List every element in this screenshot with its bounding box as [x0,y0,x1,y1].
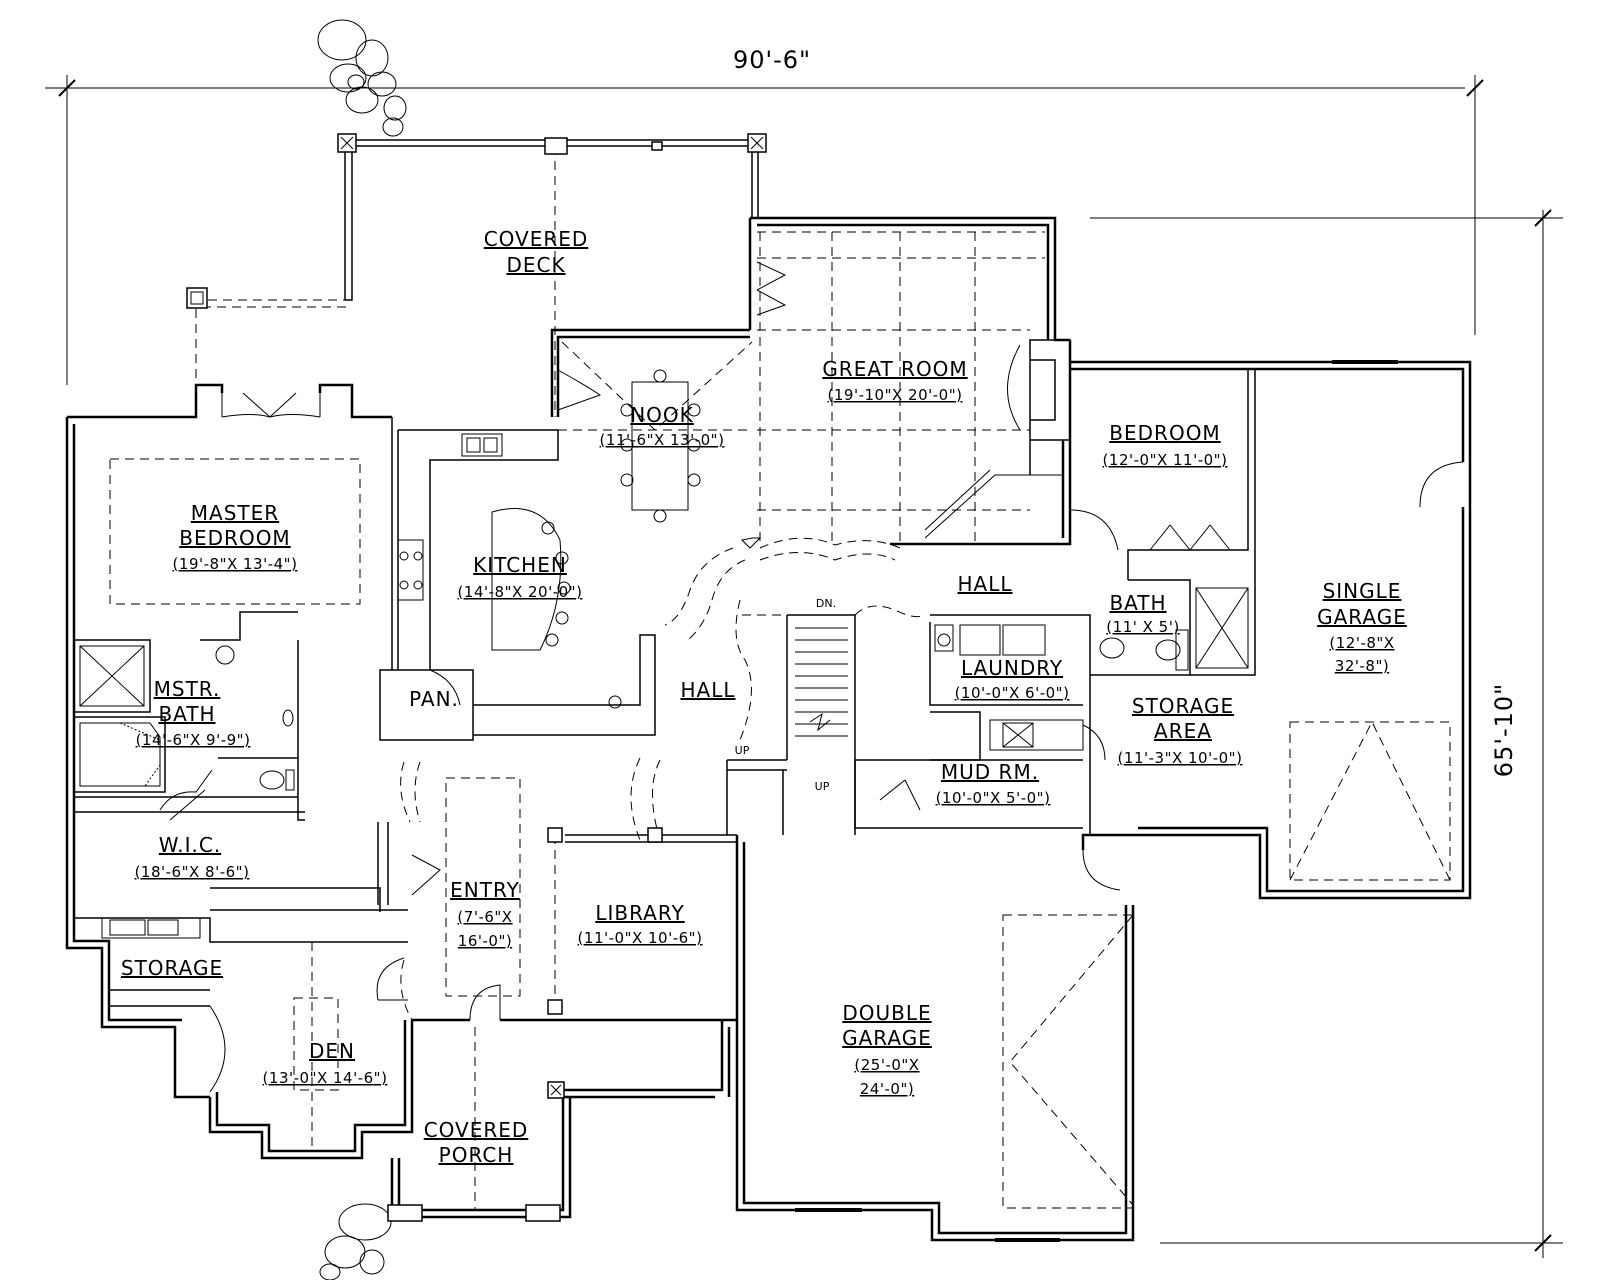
master-bath: MSTR. BATH (14'-6"X 9'-9") [74,611,305,821]
central-hall: HALL [565,537,926,843]
library: LIBRARY (11'-0"X 10'-6") [547,827,703,1015]
width-dimension-label: 90'-6" [733,46,811,74]
kitchen: KITCHEN (14'-8"X 20'-0") PAN. [379,429,656,741]
nook-label: NOOK [630,403,694,427]
master-bath-label-line1: MSTR. [154,677,221,701]
storage: STORAGE [109,956,226,1093]
library-label: LIBRARY [595,901,684,925]
den: DEN (13'-0"X 14'-6") [263,942,408,1151]
single-garage-label-line2: GARAGE [1317,605,1407,629]
double-garage-label-line1: DOUBLE [842,1001,931,1025]
bedroom-label: BEDROOM [1109,421,1220,445]
den-size: (13'-0"X 14'-6") [263,1069,388,1087]
entry-size-line1: (7'-6"X [457,908,512,926]
covered-deck-label-line1: COVERED [484,227,589,251]
great-room-size: (19'-10"X 20'-0") [828,386,963,404]
hall-center-label: HALL [680,678,735,702]
storage-area-size: (11'-3"X 10'-0") [1118,749,1243,767]
single-garage-size-line1: (12'-8"X [1329,634,1394,652]
overall-width-dimension: 90'-6" [45,46,1484,385]
bath-size: (11' X 5') [1106,618,1179,636]
double-garage: DOUBLE GARAGE (25'-0"X 24'-0") [795,849,1134,1242]
master-bedroom-size: (19'-8"X 13'-4") [173,555,298,573]
double-garage-label-line2: GARAGE [842,1026,932,1050]
shrub-top [317,19,407,137]
nook-size: (11'-6"X 13'-0") [600,431,725,449]
master-bedroom-label-line1: MASTER [191,501,279,525]
stairs: DN. UP UP [726,597,856,835]
stairs-down-label: DN. [816,597,836,610]
master-bedroom: MASTER BEDROOM (19'-8"X 13'-4") [109,392,399,670]
great-room-label: GREAT ROOM [822,357,967,381]
wic-label: W.I.C. [159,833,221,857]
laundry: LAUNDRY (10'-0"X 6'-0") [929,614,1091,835]
bedroom: BEDROOM (12'-0"X 11'-0") [1069,369,1256,676]
double-garage-size-line2: 24'-0") [860,1080,914,1098]
kitchen-label: KITCHEN [473,553,567,577]
stairs-up-label-1: UP [735,744,750,757]
storage-area-label-line1: STORAGE [1132,694,1234,718]
entry-label: ENTRY [450,878,520,902]
master-bath-label-line2: BATH [158,702,215,726]
overall-depth-dimension: 65'-10" [1090,209,1563,1258]
nook: NOOK (11'-6"X 13'-0") [557,341,753,523]
great-room: GREAT ROOM (19'-10"X 20'-0") [740,231,1071,549]
mud-room: MUD RM. (10'-0"X 5'-0") [854,711,1106,829]
single-garage: SINGLE GARAGE (12'-8"X 32'-8") [1289,360,1464,881]
mud-room-label: MUD RM. [941,760,1039,784]
covered-deck: COVERED DECK [186,133,767,417]
hall-upper-label: HALL [957,572,1012,596]
bath-label: BATH [1109,591,1166,615]
bedroom-size: (12'-0"X 11'-0") [1103,451,1228,469]
covered-deck-label-line2: DECK [506,253,565,277]
library-size: (11'-0"X 10'-6") [578,929,703,947]
entry: ENTRY (7'-6"X 16'-0") [400,761,521,1021]
entry-size-line2: 16'-0") [458,932,512,950]
kitchen-size: (14'-8"X 20'-0") [458,583,583,601]
mud-room-size: (10'-0"X 5'-0") [936,789,1051,807]
walk-in-closet: W.I.C. (18'-6"X 8'-6") [74,811,408,943]
laundry-size: (10'-0"X 6'-0") [955,684,1070,702]
double-garage-size-line1: (25'-0"X [854,1056,919,1074]
covered-porch: COVERED PORCH [387,1027,565,1222]
bath: BATH (11' X 5') [1099,579,1249,675]
storage-area: STORAGE AREA (11'-3"X 10'-0") [1118,694,1243,767]
depth-dimension-label: 65'-10" [1490,683,1518,777]
laundry-label: LAUNDRY [961,656,1063,680]
storage-area-label-line2: AREA [1154,719,1212,743]
den-label: DEN [309,1039,355,1063]
stairs-up-label-2: UP [815,780,830,793]
covered-porch-label-line1: COVERED [424,1118,529,1142]
pantry-label: PAN. [409,687,459,711]
shrub-bottom [319,1203,392,1280]
covered-porch-label-line2: PORCH [439,1143,514,1167]
master-bedroom-label-line2: BEDROOM [179,526,290,550]
wic-size: (18'-6"X 8'-6") [135,863,250,881]
single-garage-size-line2: 32'-8") [1335,657,1389,675]
master-bath-size: (14'-6"X 9'-9") [136,731,251,749]
storage-label: STORAGE [121,956,223,980]
single-garage-label-line1: SINGLE [1323,579,1402,603]
exterior-walls [65,216,1472,1242]
